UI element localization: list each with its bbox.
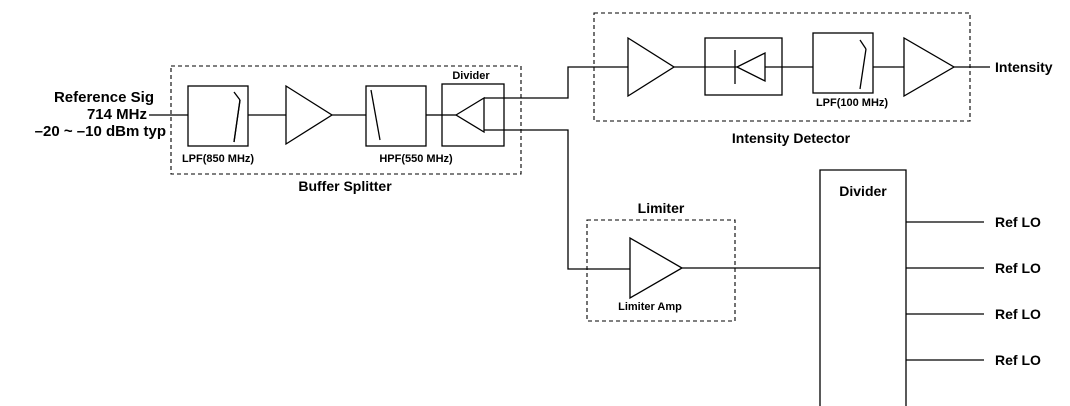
ref-lo-output-4: Ref LO [906,352,1041,368]
lpf-100-label: LPF(100 MHz) [816,97,888,109]
ref-lo-label-1: Ref LO [995,214,1041,230]
input-line-1: Reference Sig [54,89,154,106]
diode-detector [704,37,783,96]
input-line-2: 714 MHz [87,106,147,123]
ref-lo-output-3: Ref LO [906,306,1041,322]
buffer-splitter-boundary [170,65,522,175]
ref-lo-label-4: Ref LO [995,352,1041,368]
ref-lo-output-1: Ref LO [906,214,1041,230]
detector-amplifier-2 [903,36,956,98]
wire-to-limiter [484,129,630,270]
hpf-550-block [365,85,427,147]
input-signal-label: Reference Sig 714 MHz –20 ~ –10 dBm typ [35,89,166,140]
lpf-850-label: LPF(850 MHz) [182,153,254,165]
splitter-divider-symbol [454,96,485,134]
buffer-splitter-title: Buffer Splitter [298,178,392,194]
limiter-amplifier [629,236,684,300]
input-line-3: –20 ~ –10 dBm typ [35,123,166,140]
lo-divider-title: Divider [839,183,887,199]
lo-divider-block [819,169,907,406]
lpf-100-block [812,32,874,94]
limiter-boundary [586,219,736,322]
ref-lo-output-2: Ref LO [906,260,1041,276]
splitter-divider-label: Divider [452,70,490,82]
ref-lo-label-3: Ref LO [995,306,1041,322]
hpf-550-label: HPF(550 MHz) [379,153,453,165]
detector-amplifier-1 [627,36,676,98]
intensity-output-label: Intensity [995,59,1053,75]
lpf-850-block [187,85,249,147]
buffer-amplifier [285,84,334,146]
wire-to-intensity-detector [484,66,628,99]
limiter-title: Limiter [638,200,685,216]
limiter-amp-label: Limiter Amp [618,301,682,313]
ref-lo-label-2: Ref LO [995,260,1041,276]
intensity-detector-title: Intensity Detector [732,130,851,146]
